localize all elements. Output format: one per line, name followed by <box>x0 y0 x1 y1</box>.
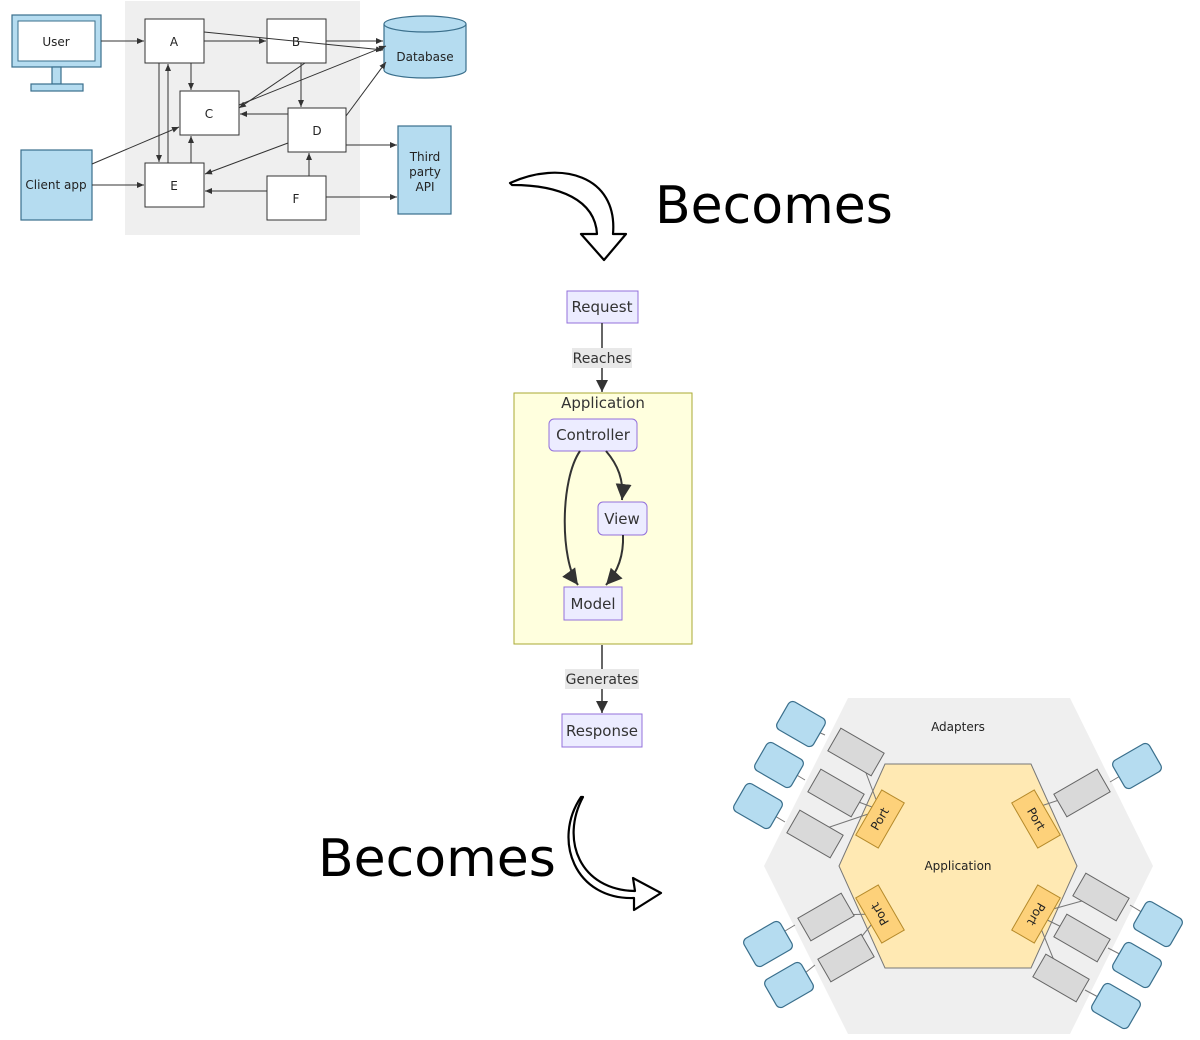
legacy-edges <box>91 31 397 200</box>
gray-adapters <box>786 727 1130 1003</box>
hexagonal-architecture-diagram: Adapters Application Por <box>733 698 1183 1034</box>
port-top-right: Port <box>1011 789 1061 849</box>
becomes-arrow-top <box>508 171 628 262</box>
user-monitor-icon: User <box>11 14 102 92</box>
third-party-api-box: Third party API <box>397 125 452 215</box>
response-node <box>561 713 643 748</box>
node-a-label: A <box>170 35 179 49</box>
edge-controller-model <box>562 450 581 586</box>
edge-controller-view <box>605 450 632 501</box>
node-f-label: F <box>293 192 300 206</box>
external-box <box>776 700 826 748</box>
adapter-box <box>1032 953 1090 1003</box>
mvc-internal-edges <box>562 450 632 586</box>
adapter-box <box>1053 768 1111 818</box>
node-b-label: B <box>292 35 300 49</box>
request-node <box>566 290 639 324</box>
curved-arrow-icon <box>508 171 628 262</box>
reaches-label-bg <box>572 348 632 368</box>
hex-application-label: Application <box>924 859 991 873</box>
port-bottom-left: Port <box>855 884 905 944</box>
request-label: Request <box>572 298 633 316</box>
user-label: User <box>42 35 69 49</box>
client-app-box: Client app <box>20 149 93 221</box>
external-box <box>754 741 804 789</box>
third-party-line-3: API <box>416 180 435 194</box>
node-f: F <box>266 175 327 221</box>
becomes-arrow-bottom <box>567 795 663 912</box>
node-e: E <box>144 162 205 208</box>
application-cluster-label: Application <box>561 394 645 412</box>
application-hexagon <box>838 763 1078 969</box>
adapter-box <box>827 727 885 777</box>
edge-view-model <box>605 534 625 586</box>
node-c-label: C <box>205 107 213 121</box>
node-d: D <box>287 107 347 153</box>
becomes-label-bottom: Becomes <box>318 829 556 889</box>
adapter-box <box>817 933 875 983</box>
curved-arrow-icon <box>567 795 663 912</box>
model-label: Model <box>570 595 615 613</box>
external-box <box>733 782 783 830</box>
response-label: Response <box>566 722 638 740</box>
third-party-line-2: party <box>409 165 441 179</box>
external-box <box>1091 982 1141 1030</box>
adapters-label: Adapters <box>931 720 985 734</box>
generates-label-bg <box>565 669 639 689</box>
node-c: C <box>179 90 240 136</box>
view-label: View <box>604 510 640 528</box>
adapter-box <box>786 809 844 859</box>
legacy-architecture-diagram: User Client app Database Third party API… <box>11 1 467 235</box>
external-box <box>764 961 814 1009</box>
third-party-line-1: Third <box>409 150 441 164</box>
database-cylinder: Database <box>383 15 467 79</box>
controller-label: Controller <box>556 426 631 444</box>
reaches-label: Reaches <box>573 351 632 367</box>
model-node <box>563 586 623 621</box>
node-a: A <box>144 18 205 64</box>
external-box <box>743 920 793 968</box>
adapter-box <box>807 768 865 818</box>
client-app-label: Client app <box>25 178 86 192</box>
node-d-label: D <box>312 124 321 138</box>
port-top-left: Port <box>855 789 905 849</box>
external-box <box>1112 941 1162 989</box>
mvc-flowchart: Request Reaches Application Controller V… <box>513 290 693 748</box>
external-actors <box>733 700 1183 1030</box>
adapter-box <box>1072 872 1130 922</box>
external-box <box>1112 742 1162 790</box>
database-label: Database <box>396 50 453 64</box>
controller-node <box>548 418 638 452</box>
adapter-box <box>1053 913 1111 963</box>
port-bottom-right: Port <box>1011 884 1061 944</box>
generates-label: Generates <box>566 672 639 688</box>
external-box <box>1133 900 1183 948</box>
becomes-label-top: Becomes <box>655 176 893 236</box>
adapter-box <box>797 892 855 942</box>
view-node <box>597 501 648 536</box>
node-e-label: E <box>170 179 178 193</box>
